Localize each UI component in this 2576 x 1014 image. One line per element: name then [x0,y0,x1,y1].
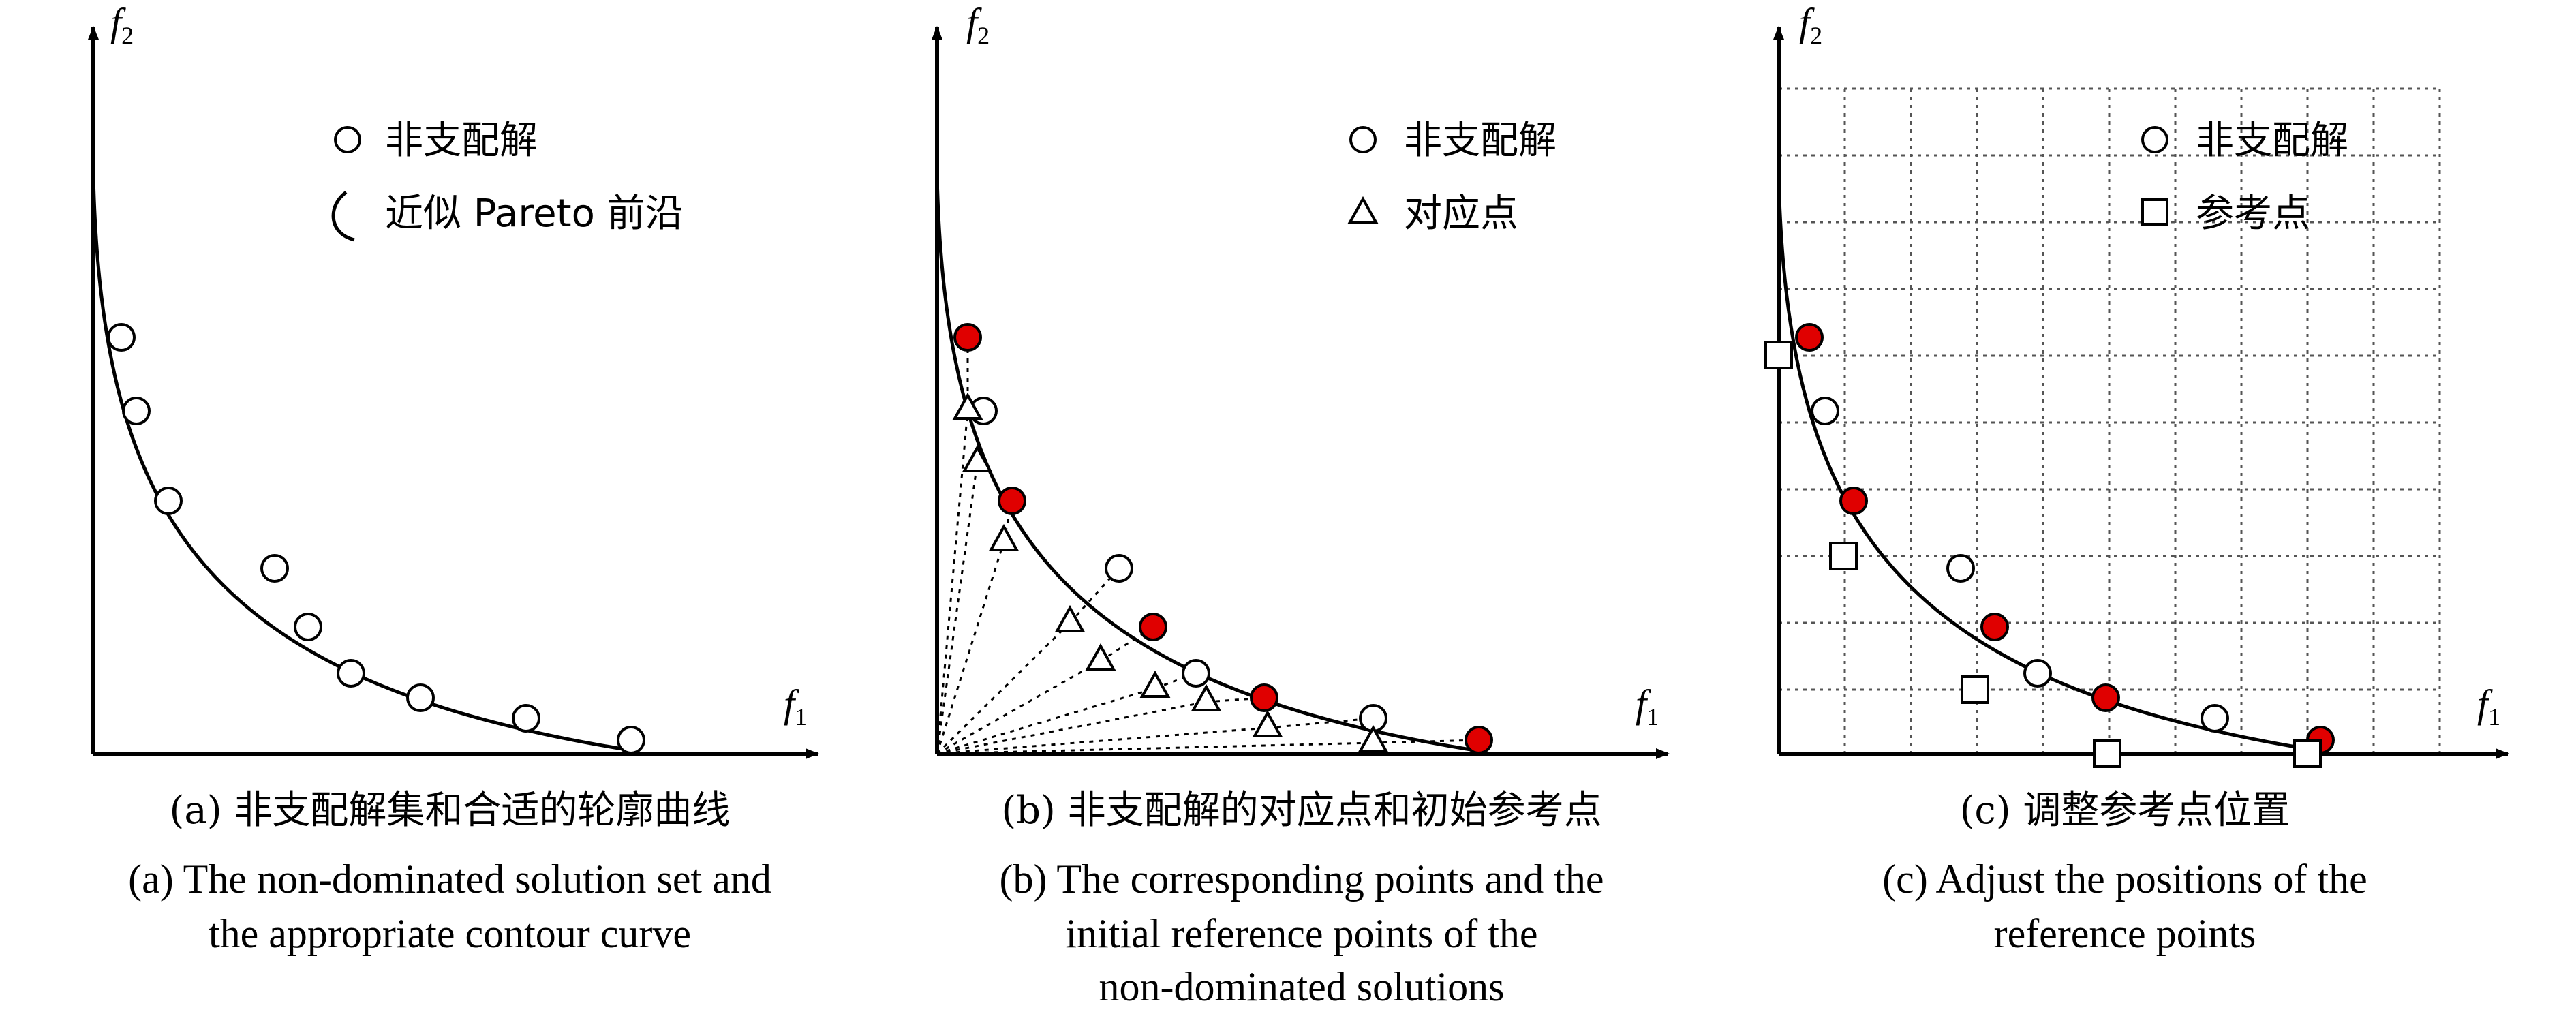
legend-circle-icon [1349,126,1377,153]
panel-a-caption-en-line-2: the appropriate contour curve [209,911,691,956]
panel-b-pareto-curve [935,176,1471,752]
panel-a-caption-en-line-1: (a) The non-dominated solution set and [128,857,771,902]
panel-a-legend-1-text: 非支配解 [385,119,538,163]
corresponding-point [952,392,983,420]
connector-line [1154,672,1197,690]
solution-point [1946,554,1975,583]
solution-point [1105,554,1133,583]
solution-point [2201,704,2229,733]
panel-b-x-axis-label: f1 [1636,681,1659,731]
panel-b-legend-2-text: 对应点 [1404,191,1518,236]
legend-circle-icon [2141,126,2168,153]
connector-line [1002,500,1013,542]
ray-line [936,726,1268,755]
panel-b-connectors [966,337,1479,744]
solution-point [337,659,365,688]
filled-solution-point [953,323,982,352]
panel-b-legend-1-text: 非支配解 [1404,119,1557,163]
panel-a-solutions [107,323,645,754]
solution-point [1811,397,1839,425]
panel-b-hollow-solutions [969,397,1387,733]
solution-point [107,323,136,352]
solution-point [294,613,322,641]
panel-c-legend-2-text: 参考点 [2196,191,2310,236]
ray-line [936,462,979,754]
ray-line [936,541,1005,754]
connector-line [1373,739,1479,744]
panel-c-caption-en-line-1: (c) Adjust the positions of the [1882,857,2367,902]
panel-a-legend-2-text: 近似 Pareto 前沿 [385,191,684,236]
reference-point [2093,739,2121,768]
corresponding-point [988,523,1019,551]
panel-c-caption-en-line-2: reference points [1994,911,2256,956]
reference-point [1829,542,1858,570]
corresponding-point [1191,683,1222,711]
panel-b: f2 f1 [932,0,1670,1009]
corresponding-point [1139,670,1171,698]
connector-line [1100,626,1154,662]
panel-b-caption-en-line-1: (b) The corresponding points and the [999,857,1604,902]
panel-c: f2 f1 非支配解 参考点 [1764,0,2509,956]
panel-b-y-axis-label: f2 [966,0,990,49]
filled-solution-point [1250,683,1278,712]
panel-a-x-axis-label: f1 [784,681,807,731]
reference-point [2293,739,2322,768]
ray-line [936,687,1156,755]
panel-c-grid [1779,87,2441,754]
corresponding-point [1252,709,1283,737]
solution-point [512,704,540,733]
ray-line [936,621,1071,755]
filled-solution-point [1980,613,2009,641]
ray-line [936,741,1374,755]
solution-point [260,554,289,583]
panel-b-caption-en-line-3: non-dominated solutions [1099,964,1505,1009]
panel-b-rays [936,410,1374,755]
panel-b-caption-en-line-2: initial reference points of the [1065,911,1537,956]
legend-triangle-icon [1347,196,1379,224]
panel-c-x-axis-label: f1 [2477,681,2500,731]
filled-solution-point [1795,323,1824,352]
filled-solution-point [1465,726,1493,754]
panel-a-pareto-curve [91,176,628,752]
connector-line [1267,717,1374,729]
filled-solution-point [1139,613,1167,641]
filled-solution-point [998,487,1026,515]
solution-point [122,397,151,425]
filled-solution-point [1839,487,1868,515]
ray-line [936,660,1101,755]
panel-a-caption-zh: (a) 非支配解集和合适的轮廓曲线 [170,788,731,833]
panel-b-caption-zh: (b) 非支配解的对应点和初始参考点 [1001,788,1601,833]
reference-point [1764,341,1793,369]
panel-b-corresponding-points [952,392,1389,752]
solution-point [617,726,645,754]
panel-a: f2 f1 非支配解 近似 Pareto 前沿 (a) 非支配解集和合适的轮廓曲… [88,0,819,956]
reference-point [1961,675,1989,704]
panel-c-hollow-solutions [1811,397,2229,733]
ray-line [936,701,1207,755]
panel-b-filled-solutions [953,323,1493,754]
corresponding-point [1358,724,1389,752]
corresponding-point [1085,643,1116,671]
solution-point [1182,659,1210,688]
solution-point [154,487,183,515]
legend-circle-icon [334,126,361,153]
panel-c-caption-zh: (c) 调整参考点位置 [1960,788,2290,833]
panel-c-pareto-curve [1777,176,2313,752]
panel-c-y-axis-label: f2 [1799,0,1822,49]
filled-solution-point [2091,683,2120,712]
legend-arc-icon [331,190,355,242]
ray-line [936,410,969,754]
solution-point [406,683,435,712]
legend-square-icon [2141,198,2168,226]
panel-c-legend-1-text: 非支配解 [2196,119,2348,163]
panel-c-reference-points [1764,341,2322,768]
panel-a-y-axis-label: f2 [110,0,134,49]
corresponding-point [962,444,993,472]
solution-point [2023,659,2052,688]
corresponding-point [1054,604,1086,632]
